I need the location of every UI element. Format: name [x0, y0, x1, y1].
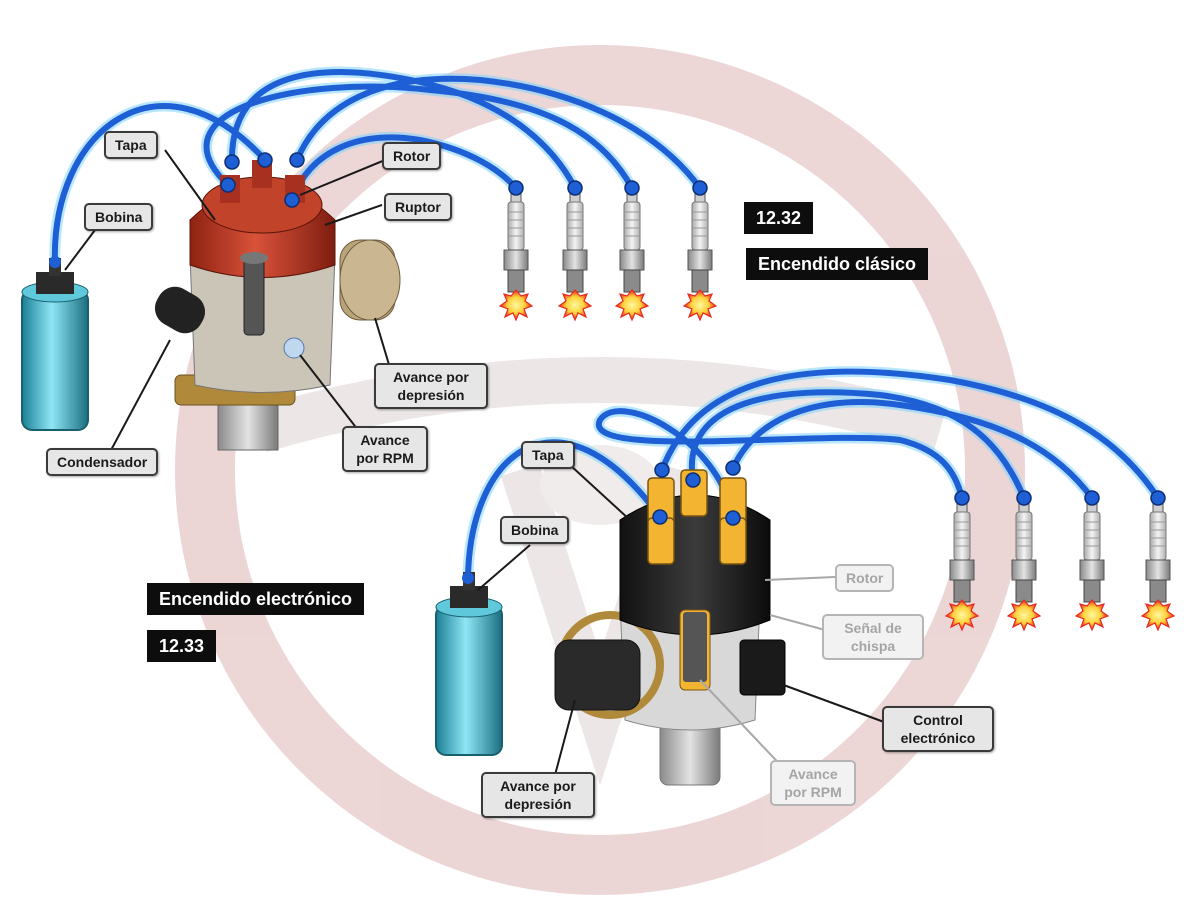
electronic-label-bobina: Bobina [500, 516, 570, 544]
electronic-ignition-wires [462, 366, 1164, 584]
electronic-ignition-assembly [435, 366, 1175, 786]
classic-figure-number: 12.32 [744, 202, 814, 234]
electronic-figure-number: 12.33 [147, 630, 217, 662]
classic-ignition-assembly [21, 66, 717, 453]
ignition-coil-icon [21, 256, 89, 431]
electronic-label-avance-rpm: Avance por RPM [770, 760, 856, 806]
spark-plug-icon [1141, 497, 1175, 631]
electronic-figure-title: Encendido electrónico [147, 583, 365, 615]
electronic-cap-terminals [652, 460, 741, 526]
electronic-plug-boots [954, 490, 1166, 506]
spark-plug-icon [1075, 497, 1109, 631]
classic-plug-boots [508, 180, 708, 196]
ignition-coil-icon [435, 572, 503, 756]
classic-ignition-wires [49, 66, 706, 271]
spark-plug-icon [683, 187, 717, 321]
classic-label-condensador: Condensador [46, 448, 159, 476]
classic-label-avance-rpm: Avance por RPM [342, 426, 428, 472]
classic-label-ruptor: Ruptor [384, 193, 452, 221]
electronic-label-senal-chispa: Señal de chispa [822, 614, 924, 660]
classic-label-tapa: Tapa [104, 131, 158, 159]
spark-plug-icon [558, 187, 592, 321]
classic-cap-terminals [220, 152, 305, 208]
classic-spark-plugs [499, 187, 717, 321]
spark-plug-icon [615, 187, 649, 321]
electronic-leader-lines [477, 464, 885, 776]
classic-label-bobina: Bobina [84, 203, 154, 231]
electronic-label-rotor: Rotor [835, 564, 895, 592]
classic-figure-title: Encendido clásico [746, 248, 929, 280]
distributor-icon [554, 469, 786, 786]
electronic-label-control-electronico: Control electrónico [882, 706, 994, 752]
watermark-logo [175, 45, 1025, 895]
classic-leader-lines [64, 149, 391, 453]
electronic-label-tapa: Tapa [521, 441, 575, 469]
spark-plug-icon [499, 187, 533, 321]
classic-label-avance-depresion: Avance por depresión [374, 363, 488, 409]
electronic-faded-leader-lines [699, 576, 836, 776]
classic-label-rotor: Rotor [382, 142, 442, 170]
electronic-label-avance-depresion: Avance por depresión [481, 772, 595, 818]
